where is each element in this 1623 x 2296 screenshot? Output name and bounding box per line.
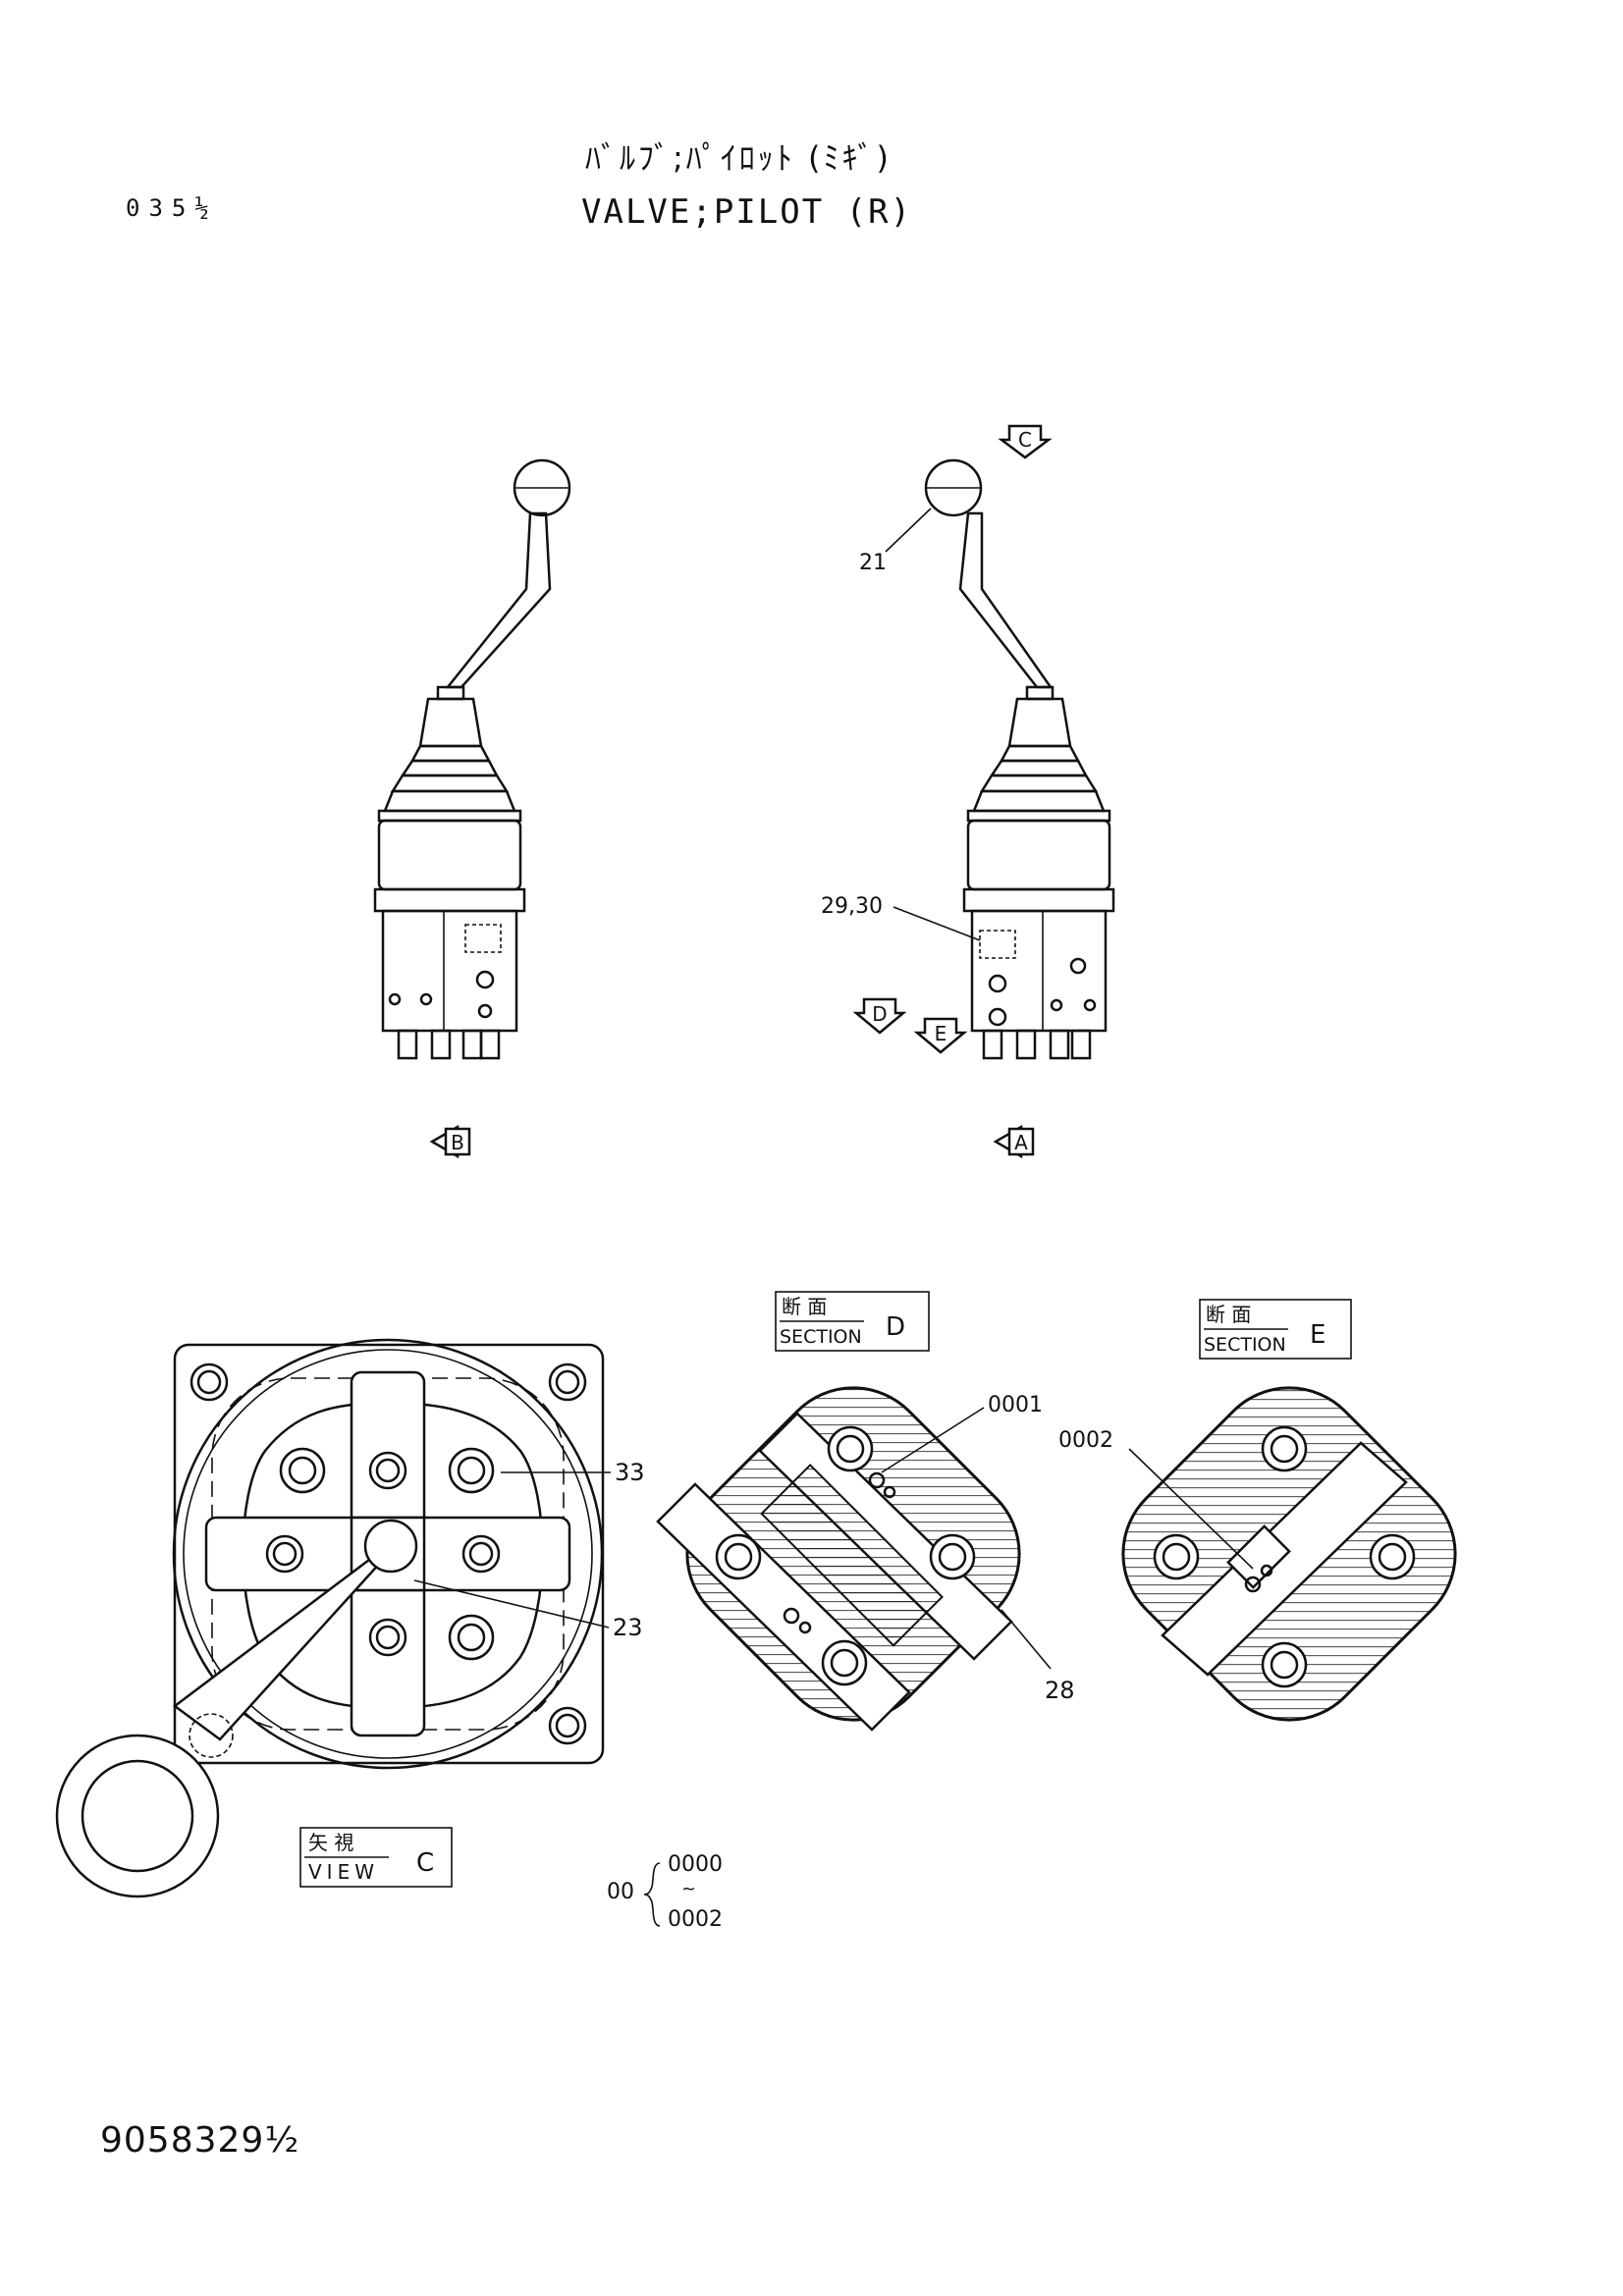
svg-text:B: B xyxy=(451,1131,464,1154)
svg-text:SECTION: SECTION xyxy=(780,1326,862,1348)
title-japanese: ﾊﾞﾙﾌﾞ;ﾊﾟｲﾛｯﾄ (ﾐｷﾞ) xyxy=(585,139,892,177)
svg-text:~: ~ xyxy=(681,1879,696,1899)
leader-0001 xyxy=(881,1407,985,1473)
section-d-label: 断 面 SECTION D xyxy=(775,1291,930,1352)
svg-text:SECTION: SECTION xyxy=(1204,1334,1286,1356)
section-e-drawing xyxy=(1121,1386,1457,1722)
callout-0002: 0002 xyxy=(1058,1428,1113,1453)
view-arrow-c: C xyxy=(998,424,1053,459)
leader-29-30 xyxy=(893,906,981,941)
svg-text:D: D xyxy=(886,1312,905,1342)
svg-text:E: E xyxy=(1310,1320,1325,1350)
pilot-valve-left-view xyxy=(373,458,571,1060)
svg-text:00: 00 xyxy=(607,1880,634,1904)
callout-29-30: 29,30 xyxy=(821,894,883,919)
svg-text:C: C xyxy=(1018,428,1032,452)
leader-0002 xyxy=(1128,1448,1254,1570)
view-c-top-view xyxy=(55,1338,605,1898)
svg-text:D: D xyxy=(872,1002,887,1026)
svg-text:0000: 0000 xyxy=(668,1852,723,1877)
svg-text:VIEW: VIEW xyxy=(308,1860,379,1884)
svg-text:矢 視: 矢 視 xyxy=(308,1831,353,1854)
view-arrow-d: D xyxy=(852,997,907,1035)
callout-0001: 0001 xyxy=(988,1393,1043,1417)
svg-text:断 面: 断 面 xyxy=(1206,1303,1251,1326)
callout-21: 21 xyxy=(859,551,887,575)
view-arrow-e: E xyxy=(913,1017,968,1054)
range-note: 00 0000 ~ 0002 xyxy=(607,1852,723,1932)
svg-text:0002: 0002 xyxy=(668,1907,723,1932)
callout-33: 33 xyxy=(615,1459,645,1486)
document-number: 9058329½ xyxy=(100,2120,300,2161)
section-d-drawing xyxy=(656,1386,1021,1732)
view-c-label: 矢 視 VIEW C xyxy=(299,1827,453,1888)
section-e-label: 断 面 SECTION E xyxy=(1199,1299,1352,1360)
view-arrow-a: A xyxy=(993,1124,1035,1159)
svg-text:E: E xyxy=(935,1022,947,1045)
svg-text:A: A xyxy=(1014,1131,1028,1154)
leader-23 xyxy=(413,1579,610,1629)
title-english: VALVE;PILOT (R) xyxy=(581,192,913,232)
leader-28 xyxy=(1001,1609,1052,1670)
callout-23: 23 xyxy=(613,1614,643,1641)
leader-21 xyxy=(885,507,932,553)
page-number: 035½ xyxy=(126,194,218,222)
svg-text:断 面: 断 面 xyxy=(782,1295,827,1318)
callout-28: 28 xyxy=(1045,1677,1075,1704)
pilot-valve-right-view xyxy=(924,458,1115,1060)
svg-text:C: C xyxy=(416,1848,434,1878)
view-arrow-b: B xyxy=(429,1124,471,1159)
